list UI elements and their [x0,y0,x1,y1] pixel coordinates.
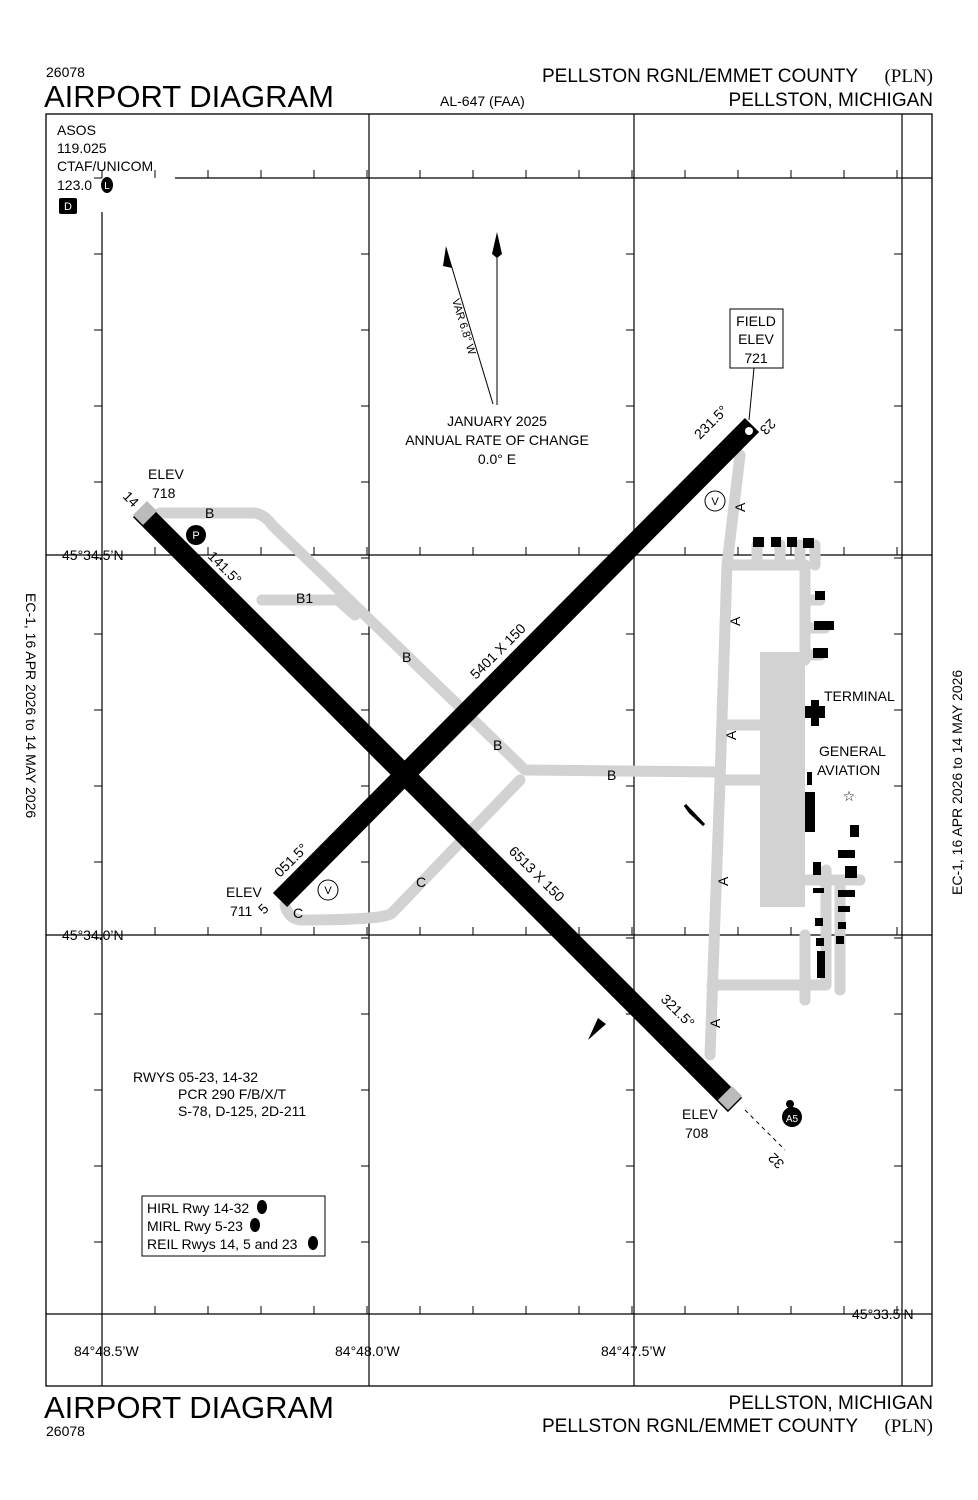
field-elev-pointer [748,367,755,421]
diagram-frame [45,113,933,1387]
footer-location: PELLSTON, MICHIGAN [729,1393,933,1414]
grid-ticks [94,170,902,1314]
lon-right: 84°47.5’W [601,1343,667,1359]
airport-location: PELLSTON, MICHIGAN [729,90,933,111]
magnetic-north-arrow [445,247,494,405]
footer-airport-id: (PLN) [884,1416,933,1437]
lighting-line1: HIRL Rwy 14-32 [147,1200,249,1216]
field-elev-line2: ELEV [738,331,774,347]
pavement-line3: S-78, D-125, 2D-211 [178,1103,306,1119]
lighting-badge-icon-1 [257,1200,267,1214]
footer-title: AIRPORT DIAGRAM [44,1390,334,1425]
vor-checkpoint-icon [704,490,726,512]
taxiway-a-label-4: A [715,876,731,886]
airport-id: (PLN) [884,66,933,87]
d-badge-text: D [64,201,72,213]
asos-label: ASOS [57,122,96,138]
lighting-badge-icon-3 [308,1236,318,1250]
effective-dates-right: EC-1, 16 APR 2026 to 14 MAY 2026 [949,670,965,895]
elev-32-value: 708 [685,1125,709,1141]
runway-14-32[interactable] [132,502,743,1113]
elev-5-label: ELEV [226,884,262,900]
pavement-line2: PCR 290 F/B/X/T [178,1086,287,1102]
d-badge [59,198,77,214]
lat-top: 45°34.5’N [62,547,124,563]
lighting-badge-icon-2 [250,1218,260,1232]
magnetic-north-icon [443,246,452,268]
taxiway-a-label-3: A [723,730,739,740]
elev-5-value: 711 [230,903,253,919]
elev-14-value: 718 [152,485,176,501]
taxiway-b-label-3: B [493,737,502,753]
beacon-icon [683,803,706,827]
displaced-threshold-32 [718,1086,742,1110]
page-title: AIRPORT DIAGRAM [44,79,334,114]
field-elev-line1: FIELD [736,313,776,329]
star-icon: ☆ [843,789,856,805]
lighting-line2: MIRL Rwy 5-23 [147,1218,243,1234]
lat-mid: 45°34.0’N [62,927,124,943]
taxiway-a-label-1: A [732,502,748,512]
airport-name: PELLSTON RGNL/EMMET COUNTY [542,66,858,87]
taxiway-b1-label: B1 [296,590,313,606]
chart-number: 26078 [46,64,85,80]
displaced-threshold-14 [133,501,157,525]
lat-bottom: 45°33.5’N [852,1306,914,1322]
parking-marker-icon [186,525,206,545]
lon-left: 84°48.5’W [74,1343,140,1359]
taxiway-a-label-2: A [727,616,743,626]
lighting-badge-icon [101,177,113,193]
procedure-id: AL-647 (FAA) [440,93,525,109]
vor-checkpoint-icon-2 [317,879,339,901]
elev-14-label: ELEV [148,466,184,482]
rwy-5-number: 5 [255,900,272,917]
rwy-32-number: 32 [765,1150,787,1172]
ctaf-frequency: 123.0 [57,177,92,193]
true-north-icon [492,232,502,258]
rwy-23-number: 23 [757,416,779,438]
effective-dates-left: EC-1, 16 APR 2026 to 14 MAY 2026 [23,593,39,818]
footer-airport-name: PELLSTON RGNL/EMMET COUNTY [542,1416,858,1437]
mag-rate: 0.0° E [478,451,516,467]
taxiway-b-label-1: B [205,505,214,521]
rwy-14-number: 14 [120,488,142,510]
terminal-label: TERMINAL [824,688,895,704]
lon-mid: 84°48.0’W [335,1343,401,1359]
lat-lon-grid [46,114,932,1386]
mag-date: JANUARY 2025 [447,413,547,429]
field-elev-box [729,308,784,369]
buildings [753,537,859,978]
footer-chart-number: 26078 [46,1423,85,1439]
elev-32-label: ELEV [682,1106,718,1122]
taxiway-b-label-4: B [607,767,616,783]
mag-rate-label: ANNUAL RATE OF CHANGE [405,432,589,448]
lighting-line3: REIL Rwys 14, 5 and 23 [147,1236,298,1252]
runway-23-end-light [745,427,753,435]
parking-marker-label: P [192,530,199,542]
taxiway-c-label-2: C [293,905,303,921]
asos-marker-icon [782,1107,802,1127]
vor-checkpoint-label-2: V [324,885,332,897]
asos-frequency: 119.025 [57,140,107,156]
terminal-building [805,700,825,726]
ga-label-1: GENERAL [819,743,886,759]
vor-checkpoint-label: V [711,496,719,508]
asos-marker-label: A5 [786,1114,799,1125]
lighting-badge-text: L [104,181,110,192]
ctaf-label: CTAF/UNICOM [57,158,153,174]
mag-var: VAR 6.8° W [449,297,478,357]
rwy-23-heading: 231.5° [691,402,731,442]
taxiway-b-label-2: B [402,649,411,665]
approach-lights-32 [744,1109,786,1151]
taxiway-a-label-5: A [707,1018,723,1028]
pavement-line1: RWYS 05-23, 14-32 [133,1069,258,1085]
runway-05-23[interactable] [272,417,760,908]
windsock-icon [588,1018,606,1040]
field-elev-value: 721 [744,350,768,366]
lighting-box [141,1195,326,1257]
ga-label-2: AVIATION [817,762,880,778]
taxiway-c-label-1: C [416,874,426,890]
